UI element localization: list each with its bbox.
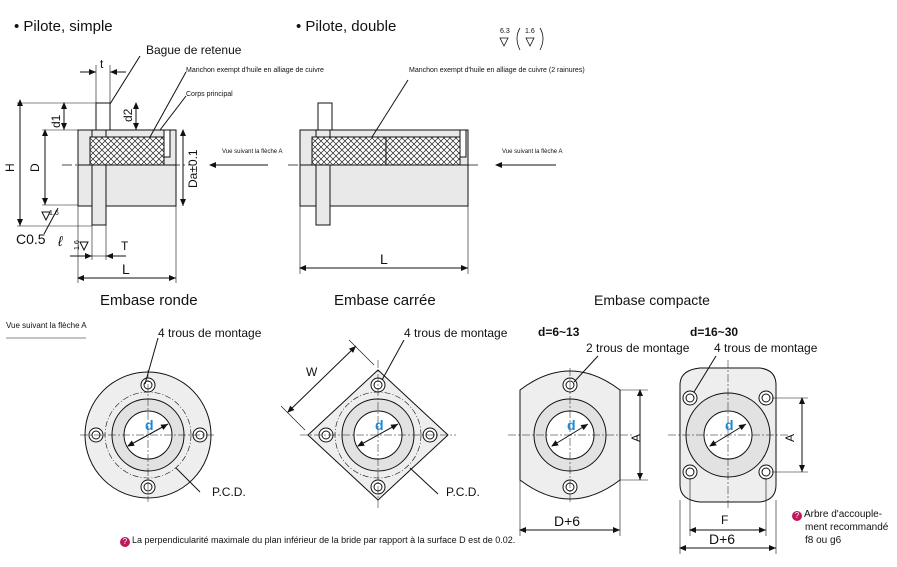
- dim-rough-16-b: 1.6: [74, 240, 81, 250]
- callout-bushing: Manchon exempt d'huile en alliage de cui…: [186, 67, 324, 74]
- callout-bushing-double: Manchon exempt d'huile en alliage de cui…: [409, 67, 585, 74]
- compact-large-A: A: [783, 433, 797, 442]
- round-d: d: [145, 417, 154, 433]
- heading-square: Embase carrée: [334, 292, 436, 309]
- roughness-value-2: 1.6: [525, 28, 535, 35]
- dim-D: D: [28, 163, 42, 172]
- dim-t: t: [100, 57, 104, 71]
- callout-main-body: Corps principal: [186, 91, 233, 98]
- compact-large-d: d: [725, 417, 734, 433]
- note-shaft-line3: f8 ou g6: [805, 535, 842, 546]
- heading-compact: Embase compacte: [594, 292, 710, 308]
- heading-round: Embase ronde: [100, 292, 198, 309]
- dim-C05: C0.5: [16, 231, 46, 247]
- compact-small-A: A: [629, 433, 643, 442]
- compact-range-small: d=6~13: [538, 325, 580, 339]
- roughness-value-1: 6.3: [500, 28, 510, 35]
- note-shaft-line2: ment recommandé: [805, 522, 889, 533]
- note-shaft: ?Arbre d'accouple- ment recommandé f8 ou…: [792, 508, 888, 547]
- heading-pilot-double: Pilote, double: [296, 19, 396, 34]
- compact-range-large: d=16~30: [690, 325, 739, 339]
- compact-large-F: F: [721, 513, 729, 527]
- note-icon: ?: [120, 537, 130, 547]
- dim-ell: ℓ: [58, 233, 63, 249]
- pilot-double-view: [288, 79, 556, 274]
- note-shaft-line1: Arbre d'accouple-: [804, 509, 883, 520]
- square-pcd: P.C.D.: [446, 485, 480, 499]
- dim-H: H: [3, 163, 17, 172]
- heading-pilot-single: Pilote, simple: [14, 19, 112, 34]
- callout-retaining-ring: Bague de retenue: [146, 43, 242, 57]
- note-perpendicularity-text: La perpendicularité maximale du plan inf…: [132, 535, 516, 545]
- round-mount-holes: 4 trous de montage: [158, 326, 262, 340]
- compact-small-D6: D+6: [554, 513, 581, 529]
- square-W: W: [306, 365, 318, 379]
- callout-view-arrow-1: Vue suivant la flèche A: [222, 149, 283, 155]
- compact-small-d: d: [567, 417, 576, 433]
- square-mount-holes: 4 trous de montage: [404, 326, 508, 340]
- round-pcd: P.C.D.: [212, 485, 246, 499]
- dim-rough-16-a: 1.6: [49, 210, 59, 217]
- compact-mount-4: 4 trous de montage: [714, 341, 818, 355]
- note-perpendicularity: ?La perpendicularité maximale du plan in…: [120, 536, 515, 547]
- square-flange-view: [280, 339, 456, 510]
- compact-small-view: [508, 355, 648, 536]
- dim-L-single: L: [122, 261, 130, 277]
- note-icon-2: ?: [792, 511, 802, 521]
- dim-Da: Da±0.1: [186, 149, 200, 188]
- compact-mount-2: 2 trous de montage: [586, 341, 690, 355]
- view-arrow-tag: Vue suivant la flèche A: [6, 321, 87, 330]
- dim-d2: d2: [121, 108, 135, 122]
- pilot-single-view: [17, 55, 268, 283]
- dim-L-double: L: [380, 251, 388, 267]
- roughness-symbols: [499, 27, 544, 51]
- callout-view-arrow-2: Vue suivant la flèche A: [502, 149, 563, 155]
- compact-large-view: [668, 355, 808, 554]
- compact-large-D6: D+6: [709, 531, 736, 547]
- square-d: d: [375, 417, 384, 433]
- dim-d1: d1: [49, 114, 63, 128]
- dim-T: T: [121, 239, 129, 253]
- round-flange-view: [80, 337, 216, 502]
